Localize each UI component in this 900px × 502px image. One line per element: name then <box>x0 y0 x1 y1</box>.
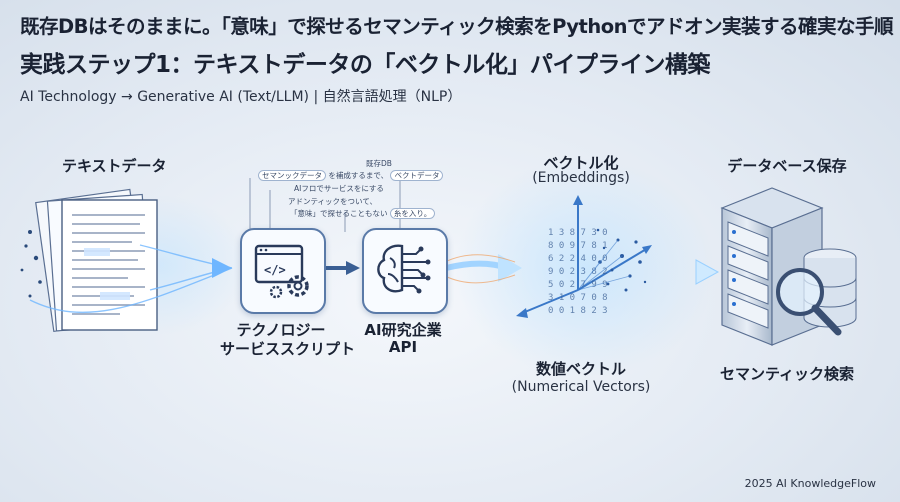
svg-text:1 3 8 7 3 0: 1 3 8 7 3 0 <box>548 228 608 238</box>
text-data-label: テキストデータ <box>62 157 167 175</box>
annotation-highlight-1: セマンックデータ <box>258 170 326 181</box>
annotation-highlight-3: 糸を入り。 <box>389 208 436 219</box>
vectorize-title: ベクトル化 <box>543 154 619 172</box>
vectorize-subtitle: (Embeddings) <box>532 170 630 186</box>
title-line-2: 実践ステップ1：テキストデータの「ベクトル化」パイプライン構築 <box>20 52 710 78</box>
numeric-vector-title: 数値ベクトル <box>535 360 626 378</box>
annotation-line-2: セマンックデータ を補成するまで、 ベクトデータ <box>258 170 444 181</box>
svg-text:6 2 2 4 0 0: 6 2 2 4 0 0 <box>548 254 608 264</box>
ai-brain-icon <box>377 244 431 294</box>
svg-text:9 0 2 3 8 2: 9 0 2 3 8 2 <box>548 267 608 277</box>
annotation-text: を補成するまで、 <box>328 171 389 180</box>
svg-text:</>: </> <box>264 263 286 277</box>
script-label-line-1: テクノロジー <box>236 321 326 339</box>
semantic-search-label: セマンティック検索 <box>719 365 855 383</box>
database-save-label: データベース保存 <box>727 157 847 175</box>
annotation-line-5: 「意味」で探せることもない 糸を入り。 <box>290 208 436 219</box>
document-stack-icon <box>35 188 158 333</box>
script-box: </> <box>240 228 326 314</box>
svg-text:8 0 9 7 8 1: 8 0 9 7 8 1 <box>548 241 608 251</box>
numeric-vector-subtitle: (Numerical Vectors) <box>511 379 651 395</box>
vector-space-icon: 1 3 8 7 3 0 8 0 9 7 8 1 6 2 2 4 0 0 9 0 … <box>516 195 652 318</box>
annotation-line-4: アドンティックをついて、 <box>288 197 377 206</box>
subtitle: AI Technology → Generative AI (Text/LLM)… <box>20 89 462 105</box>
annotation-line-1: 既存DB <box>366 159 392 168</box>
svg-text:3 1 0 7 0 8: 3 1 0 7 0 8 <box>548 293 608 303</box>
code-window-icon: </> <box>254 244 309 299</box>
title-line-1: 既存DBはそのままに。「意味」で探せるセマンティック検索をPythonでアドオン… <box>20 15 893 38</box>
svg-text:0 0 1 8 2 3: 0 0 1 8 2 3 <box>548 306 608 316</box>
magnifier-icon <box>776 268 842 336</box>
footer-credit: 2025 AI KnowledgeFlow <box>744 477 876 490</box>
script-label-line-2: サービススクリプト <box>220 340 356 358</box>
database-server-icon <box>720 187 857 346</box>
annotation-text: 「意味」で探せることもない <box>290 209 388 218</box>
annotation-line-3: AIフロでサービスをにする <box>294 184 384 193</box>
ai-api-box <box>362 228 448 314</box>
annotation-highlight-2: ベクトデータ <box>390 170 444 181</box>
api-label-line-2: API <box>388 338 418 356</box>
svg-text:5 0 2 7 9 9: 5 0 2 7 9 9 <box>548 280 608 290</box>
api-label-line-1: AI研究企業 <box>364 321 442 339</box>
